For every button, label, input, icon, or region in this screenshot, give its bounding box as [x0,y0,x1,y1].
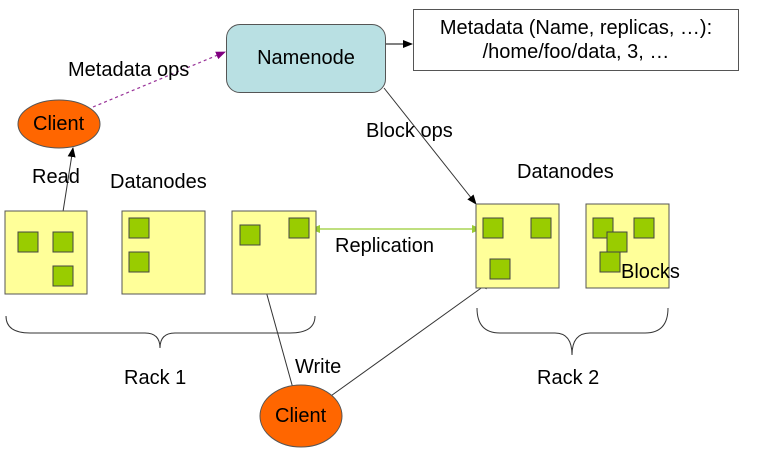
block [482,217,504,239]
block [17,231,39,253]
block [633,217,655,239]
write-label: Write [295,356,342,378]
client-writer[interactable]: Client [275,405,327,427]
block [239,224,261,246]
datanode [121,210,206,295]
client-reader[interactable]: Client [33,113,85,135]
block [52,265,74,287]
datanode [4,210,88,295]
block [128,217,150,239]
read-label: Read [32,166,80,188]
replication-label: Replication [335,235,434,257]
metadata-ops-label: Metadata ops [68,59,190,81]
block [52,231,74,253]
datanodes-label-rack2: Datanodes [517,161,614,183]
block-ops-arrow [383,87,477,205]
block [599,251,621,273]
datanode [585,203,670,289]
rack1-brace [5,315,316,349]
namenode[interactable]: Namenode [226,24,386,93]
block [288,217,310,239]
block-ops-label: Block ops [366,120,453,142]
read-arrow [61,147,76,219]
metadata-box: Metadata (Name, replicas, …): /home/foo/… [413,9,739,71]
datanodes-label-rack1: Datanodes [110,171,207,193]
rack2-label: Rack 2 [537,367,600,389]
block [606,231,628,253]
rack2-brace [476,307,669,356]
write-arrow-rack2 [327,280,492,399]
namenode-label: Namenode [257,47,355,69]
block [530,217,552,239]
client-writer-shape [259,384,343,448]
block [128,251,150,273]
rack1-label: Rack 1 [124,367,187,389]
datanode [475,203,560,289]
client-reader-shape [17,99,101,149]
blocks-label: Blocks [621,261,680,283]
metadata-line-2: /home/foo/data, 3, … [482,41,670,63]
datanode [231,210,317,295]
block [489,258,511,280]
metadata-line-1: Metadata (Name, replicas, …): [439,17,713,39]
